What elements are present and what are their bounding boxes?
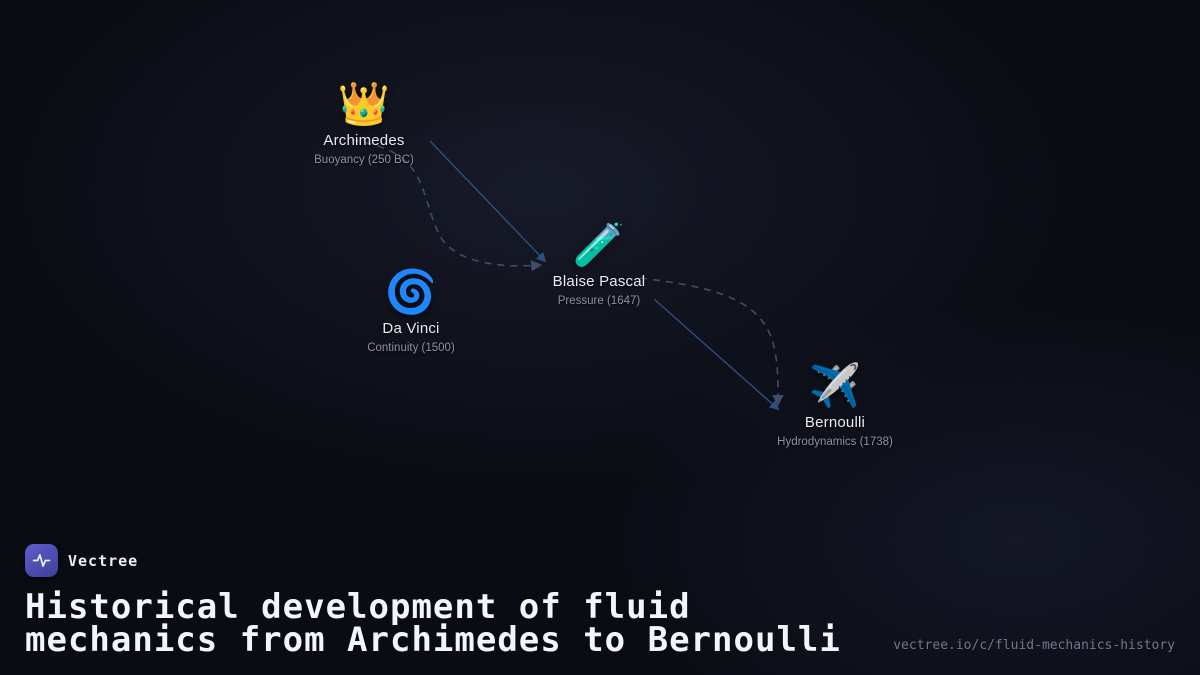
node-davinci[interactable]: 🌀 Da Vinci Continuity (1500) <box>301 268 521 355</box>
waveform-icon <box>32 554 51 567</box>
vectree-logo <box>25 544 58 577</box>
node-label: Da Vinci <box>382 320 440 338</box>
node-bernoulli[interactable]: ✈️ Bernoulli Hydrodynamics (1738) <box>725 362 945 449</box>
page-title: Historical development of fluid mechanic… <box>25 587 841 660</box>
node-sublabel: Hydrodynamics (1738) <box>777 436 893 449</box>
share-url: vectree.io/c/fluid-mechanics-history <box>893 638 1175 653</box>
node-pascal[interactable]: 🧪 Blaise Pascal Pressure (1647) <box>489 221 709 308</box>
test-tube-icon: 🧪 <box>572 221 626 268</box>
node-sublabel: Buoyancy (250 BC) <box>314 154 414 167</box>
cyclone-icon: 🌀 <box>384 268 438 315</box>
node-archimedes[interactable]: 👑 Archimedes Buoyancy (250 BC) <box>254 80 474 167</box>
brand-name: Vectree <box>68 551 139 570</box>
footer: Vectree Historical development of fluid … <box>25 544 1175 657</box>
crown-icon: 👑 <box>337 80 391 127</box>
node-sublabel: Continuity (1500) <box>367 342 455 355</box>
airplane-icon: ✈️ <box>808 362 862 409</box>
node-label: Blaise Pascal <box>552 273 646 291</box>
node-label: Bernoulli <box>804 414 866 432</box>
node-label: Archimedes <box>323 132 405 150</box>
node-sublabel: Pressure (1647) <box>557 295 641 308</box>
